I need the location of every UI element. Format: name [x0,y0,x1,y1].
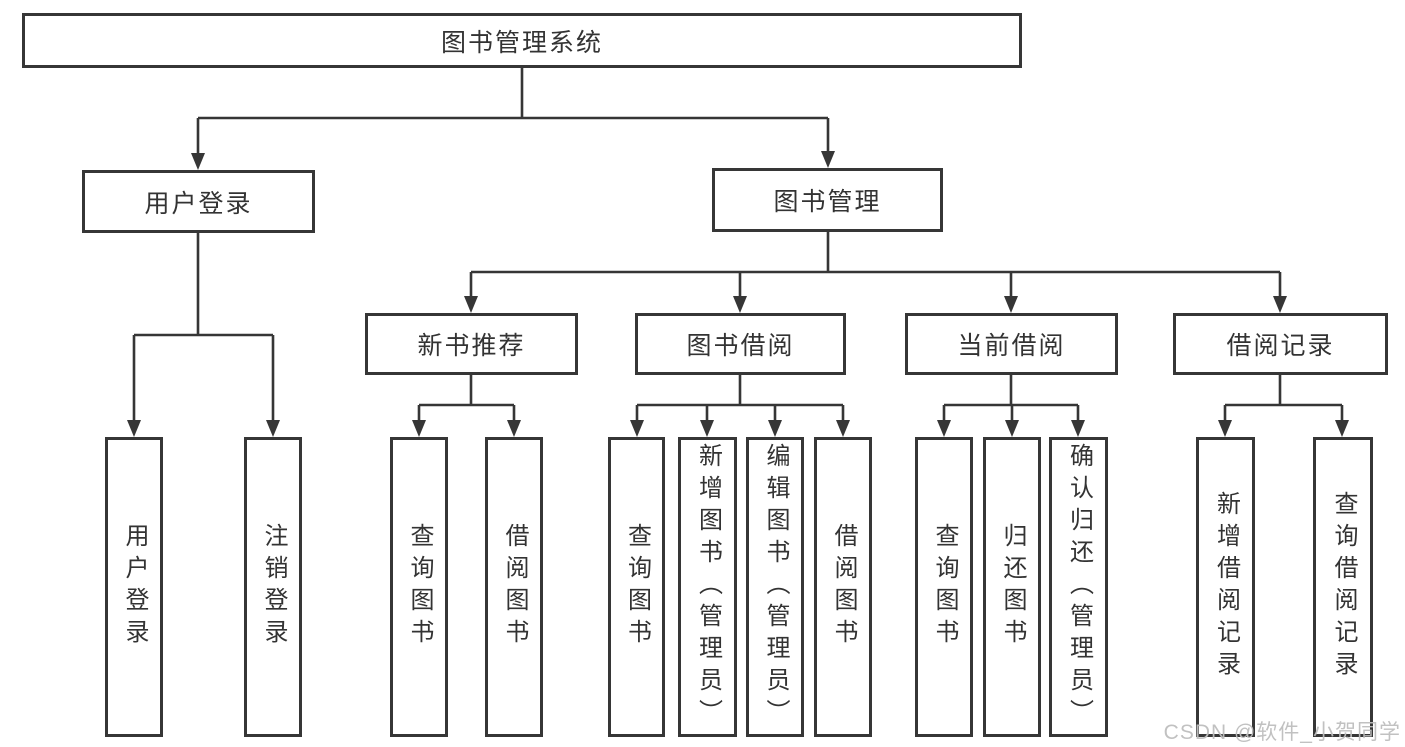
connector-book-management [469,232,1282,297]
leaf-query-book-current: 查询图书 [915,437,973,737]
node-user-login: 用户登录 [82,170,315,233]
connector-record [1223,375,1344,421]
node-current-borrow: 当前借阅 [905,313,1118,375]
node-borrow-records-label: 借阅记录 [1226,332,1335,360]
connector-borrow [635,375,845,421]
leaf-query-book-recommend: 查询图书 [390,437,448,737]
leaf-query-borrow-record-label: 查询借阅记录 [1330,491,1357,683]
node-current-borrow-label: 当前借阅 [957,332,1066,360]
leaf-add-borrow-record: 新增借阅记录 [1196,437,1255,737]
leaf-borrow-book: 借阅图书 [814,437,872,737]
node-new-book-recommend: 新书推荐 [365,313,578,375]
node-book-management: 图书管理 [712,168,943,232]
leaf-edit-book-admin: 编辑图书（管理员） [746,437,804,737]
node-user-login-label: 用户登录 [144,189,253,218]
node-book-management-label: 图书管理 [773,188,882,216]
leaf-query-book-borrow-label: 查询图书 [623,523,651,651]
leaf-add-book-admin-label: 新增图书（管理员） [694,443,722,731]
leaf-logout-label: 注销登录 [260,523,287,651]
leaf-borrow-book-label: 借阅图书 [830,523,857,651]
leaf-add-borrow-record-label: 新增借阅记录 [1212,491,1240,683]
leaf-borrow-book-recommend: 借阅图书 [485,437,543,737]
connector-root [196,68,830,154]
leaf-confirm-return-admin: 确认归还（管理员） [1049,437,1108,737]
node-library-system-label: 图书管理系统 [440,28,603,57]
leaf-return-book: 归还图书 [983,437,1041,737]
node-new-book-recommend-label: 新书推荐 [417,332,526,360]
leaf-return-book-label: 归还图书 [999,523,1026,651]
node-book-borrow: 图书借阅 [635,313,846,375]
connector-current [942,375,1080,421]
leaf-query-book-recommend-label: 查询图书 [406,523,433,651]
leaf-query-book-current-label: 查询图书 [931,523,958,651]
leaf-logout: 注销登录 [244,437,302,737]
leaf-edit-book-admin-label: 编辑图书（管理员） [762,443,789,731]
node-book-borrow-label: 图书借阅 [686,332,795,360]
node-library-system: 图书管理系统 [22,13,1022,68]
leaf-borrow-book-recommend-label: 借阅图书 [501,523,528,651]
leaf-query-borrow-record: 查询借阅记录 [1313,437,1373,737]
node-borrow-records: 借阅记录 [1173,313,1388,375]
watermark: CSDN @软件_小贺同学 [1163,721,1401,744]
leaf-query-book-borrow: 查询图书 [608,437,665,737]
connector-user-login [132,233,275,421]
leaf-user-login: 用户登录 [105,437,163,737]
leaf-add-book-admin: 新增图书（管理员） [678,437,737,737]
leaf-confirm-return-admin-label: 确认归还（管理员） [1065,443,1093,731]
leaf-user-login-label: 用户登录 [121,523,148,651]
connector-new-rec [417,375,516,421]
